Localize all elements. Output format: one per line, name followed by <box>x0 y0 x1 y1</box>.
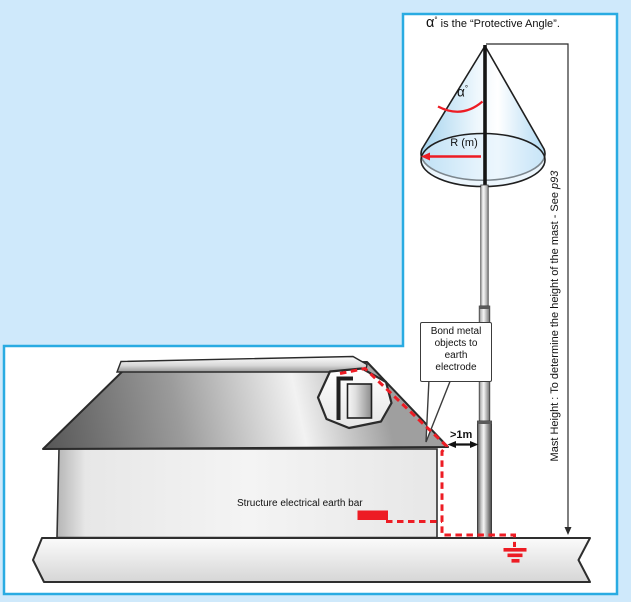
angle-arc <box>437 100 484 113</box>
ground-ribbon <box>32 537 591 583</box>
roof-tank <box>346 383 373 419</box>
page-reference: p93 <box>549 170 561 189</box>
cone-radius-label: R (m) <box>450 137 478 149</box>
earth-bar <box>357 510 388 520</box>
alpha-symbol: α <box>426 15 435 31</box>
clearance-label: >1m <box>450 429 473 441</box>
house-wall <box>56 448 438 539</box>
mast-tip-rod <box>483 45 487 186</box>
earth-bar-label: Structure electrical earth bar <box>237 498 363 509</box>
earth-electrode-symbol-icon <box>503 548 527 563</box>
cone-angle-label: α° <box>457 84 469 100</box>
bonding-conductor <box>339 366 527 563</box>
mast-height-label: Mast Height : To determine the height of… <box>549 170 561 462</box>
protective-angle-note: α° is the “Protective Angle”. <box>426 15 560 31</box>
radius-arrow <box>421 152 481 161</box>
bond-callout-box: Bond metal objects to earth electrode <box>420 322 492 382</box>
roof-ridge-cap <box>115 355 368 373</box>
tank-pipe <box>336 376 353 420</box>
clearance-arrow <box>447 441 479 448</box>
protective-angle-cone <box>420 45 546 188</box>
mast-height-dimension-line <box>486 43 572 535</box>
house <box>42 355 449 539</box>
dimension-arrow-icon <box>564 527 572 535</box>
